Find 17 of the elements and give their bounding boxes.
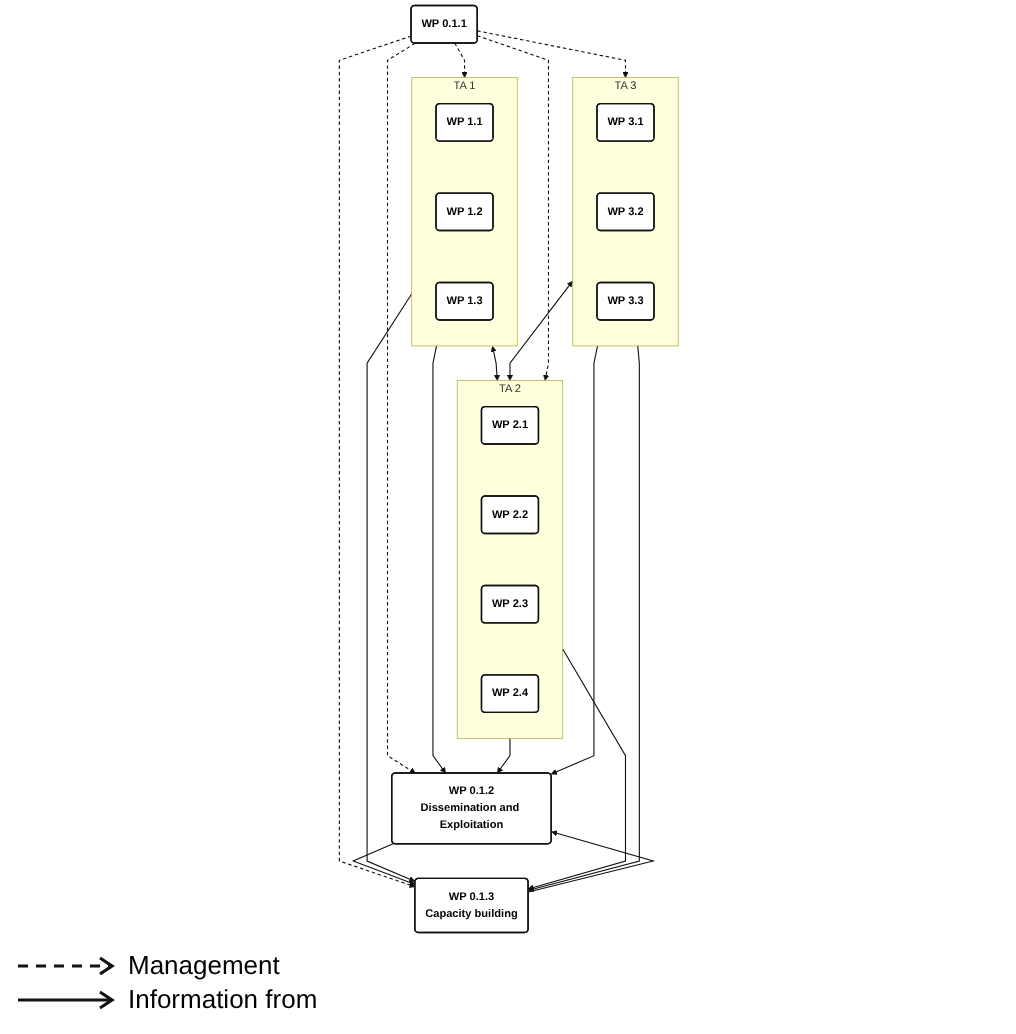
arrow — [350, 842, 415, 886]
arrow — [496, 737, 510, 774]
arrow — [550, 345, 598, 775]
arrow — [475, 30, 628, 78]
arrow — [386, 42, 415, 774]
arrow — [431, 345, 446, 774]
arrow — [489, 345, 500, 381]
arrow — [453, 42, 467, 78]
arrow — [527, 830, 655, 893]
arrow — [527, 648, 626, 891]
arrow — [506, 280, 573, 381]
arrow — [365, 293, 415, 882]
arrow — [338, 35, 415, 888]
arrow — [475, 35, 549, 381]
legend-label: Management — [128, 950, 280, 980]
arrow — [527, 345, 640, 892]
legend-label: Information from — [128, 984, 318, 1014]
